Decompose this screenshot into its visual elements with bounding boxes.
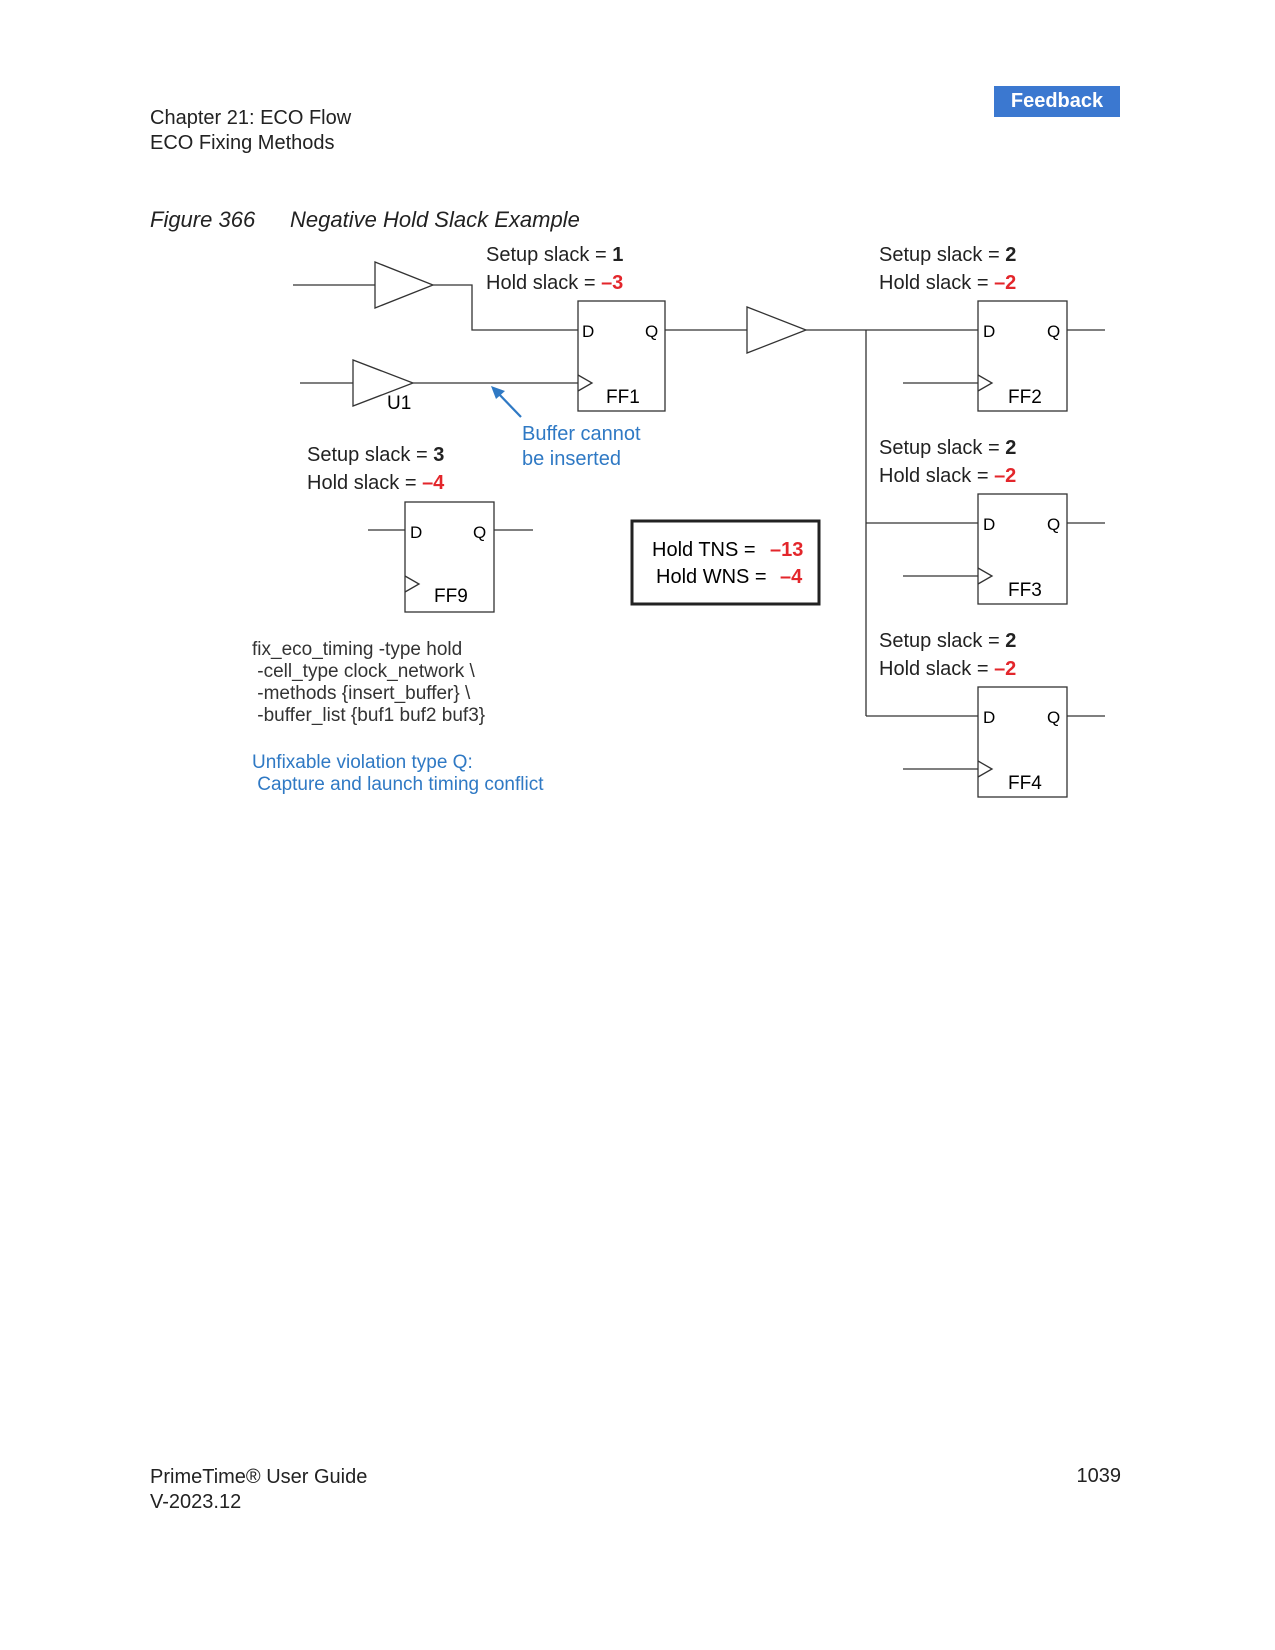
annotation-arrow-icon — [491, 386, 522, 418]
ff4-setup-slack: Setup slack = 2 — [879, 630, 1016, 652]
buffer-top — [374, 261, 435, 309]
wns-label: Hold WNS = — [656, 566, 767, 588]
hold-wns: Hold WNS = — [656, 566, 767, 588]
hold-value: –2 — [994, 272, 1016, 294]
setup-label: Setup slack = — [879, 630, 1005, 652]
page-footer: PrimeTime® User Guide V-2023.12 — [150, 1465, 367, 1515]
hold-label: Hold slack = — [879, 272, 994, 294]
ff4-hold-slack: Hold slack = –2 — [879, 658, 1016, 680]
feedback-button[interactable]: Feedback — [994, 86, 1120, 117]
command-line: fix_eco_timing -type hold — [252, 639, 462, 660]
message-block: Unfixable violation type Q: Capture and … — [252, 752, 544, 795]
ff9-name: FF9 — [434, 586, 468, 607]
product-version: V-2023.12 — [150, 1491, 242, 1513]
command-block: fix_eco_timing -type hold -cell_type clo… — [252, 639, 485, 726]
section-title: ECO Fixing Methods — [150, 132, 335, 154]
page-header: Chapter 21: ECO Flow ECO Fixing Methods — [150, 106, 351, 156]
ff1-q-pin: Q — [645, 322, 658, 341]
ff3-q-pin: Q — [1047, 515, 1060, 534]
ff3-name: FF3 — [1008, 580, 1042, 601]
message-line: Unfixable violation type Q: — [252, 752, 473, 773]
page-number: 1039 — [1076, 1465, 1122, 1487]
tns-value: –13 — [770, 539, 803, 561]
ff2-name: FF2 — [1008, 387, 1042, 408]
setup-label: Setup slack = — [307, 444, 433, 466]
ff2-hold-slack: Hold slack = –2 — [879, 272, 1016, 294]
setup-value: 2 — [1005, 437, 1016, 459]
setup-label: Setup slack = — [879, 244, 1005, 266]
ff2-q-pin: Q — [1047, 322, 1060, 341]
setup-label: Setup slack = — [879, 437, 1005, 459]
ff3-setup-slack: Setup slack = 2 — [879, 437, 1016, 459]
ff2-cell: D Q FF2 — [977, 300, 1068, 412]
buffer-u1 — [352, 359, 415, 407]
annotation-line-1: Buffer cannot — [522, 423, 641, 445]
figure-caption: Figure 366 Negative Hold Slack Example — [150, 207, 580, 233]
figure-number: Figure 366 — [150, 207, 256, 232]
wns-value: –4 — [780, 566, 803, 588]
chapter-title: Chapter 21: ECO Flow — [150, 107, 352, 129]
hold-value: –2 — [994, 465, 1016, 487]
hold-label: Hold slack = — [486, 272, 601, 294]
product-name: PrimeTime® User Guide — [150, 1466, 368, 1488]
ff9-d-pin: D — [410, 523, 422, 542]
hold-value: –4 — [422, 472, 445, 494]
figure-title: Negative Hold Slack Example — [290, 207, 580, 232]
ff9-hold-slack: Hold slack = –4 — [307, 472, 445, 494]
ff1-d-pin: D — [582, 322, 594, 341]
hold-value: –3 — [601, 272, 623, 294]
setup-value: 3 — [433, 444, 444, 466]
message-line: Capture and launch timing conflict — [252, 774, 544, 795]
ff4-cell: D Q FF4 — [977, 686, 1068, 798]
ff3-hold-slack: Hold slack = –2 — [879, 465, 1016, 487]
setup-value: 2 — [1005, 244, 1016, 266]
ff4-name: FF4 — [1008, 773, 1042, 794]
hold-tns: Hold TNS = — [652, 539, 756, 561]
wires — [293, 284, 1105, 770]
ff1-cell: D Q FF1 — [577, 300, 666, 412]
ff1-name: FF1 — [606, 387, 640, 408]
buffer-mid — [746, 306, 808, 354]
hold-value: –2 — [994, 658, 1016, 680]
ff4-d-pin: D — [983, 708, 995, 727]
hold-slack-diagram: D Q FF1 D Q FF2 D Q FF3 D Q FF4 D Q FF9 … — [252, 244, 1105, 798]
ff2-setup-slack: Setup slack = 2 — [879, 244, 1016, 266]
tns-label: Hold TNS = — [652, 539, 756, 561]
hold-label: Hold slack = — [879, 465, 994, 487]
hold-label: Hold slack = — [879, 658, 994, 680]
ff1-hold-slack: Hold slack = –3 — [486, 272, 623, 294]
setup-label: Setup slack = — [486, 244, 612, 266]
setup-value: 1 — [612, 244, 623, 266]
command-line: -buffer_list {buf1 buf2 buf3} — [252, 705, 485, 726]
annotation-line-2: be inserted — [522, 448, 621, 470]
setup-value: 2 — [1005, 630, 1016, 652]
ff4-q-pin: Q — [1047, 708, 1060, 727]
u1-label: U1 — [387, 393, 411, 414]
ff1-setup-slack: Setup slack = 1 — [486, 244, 623, 266]
ff9-cell: D Q FF9 — [404, 501, 495, 613]
ff3-cell: D Q FF3 — [977, 493, 1068, 605]
command-line: -cell_type clock_network \ — [252, 661, 476, 682]
slack-labels: Setup slack = 1 Hold slack = –3 Setup sl… — [307, 244, 1016, 680]
ff9-setup-slack: Setup slack = 3 — [307, 444, 444, 466]
hold-label: Hold slack = — [307, 472, 422, 494]
hold-summary-box: Hold TNS = –13 Hold WNS = –4 — [630, 519, 821, 606]
ff3-d-pin: D — [983, 515, 995, 534]
command-line: -methods {insert_buffer} \ — [252, 683, 471, 704]
ff9-q-pin: Q — [473, 523, 486, 542]
ff2-d-pin: D — [983, 322, 995, 341]
